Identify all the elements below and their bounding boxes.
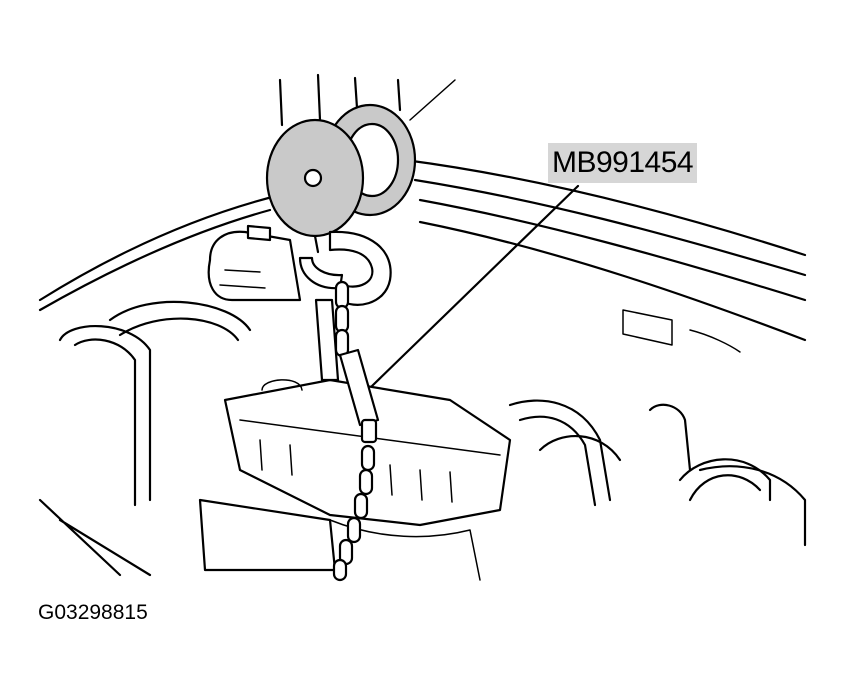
chain-hoist	[265, 103, 417, 254]
hoist-ropes	[278, 73, 456, 127]
lifting-chain	[314, 280, 380, 582]
engine-hoses	[58, 300, 772, 507]
tool-callout-label: MB991454	[548, 143, 698, 183]
coolant-reservoir	[207, 224, 302, 302]
figure-id: G03298815	[38, 601, 148, 624]
vehicle-body-outline	[38, 158, 807, 577]
callout-leader-line	[370, 184, 580, 388]
